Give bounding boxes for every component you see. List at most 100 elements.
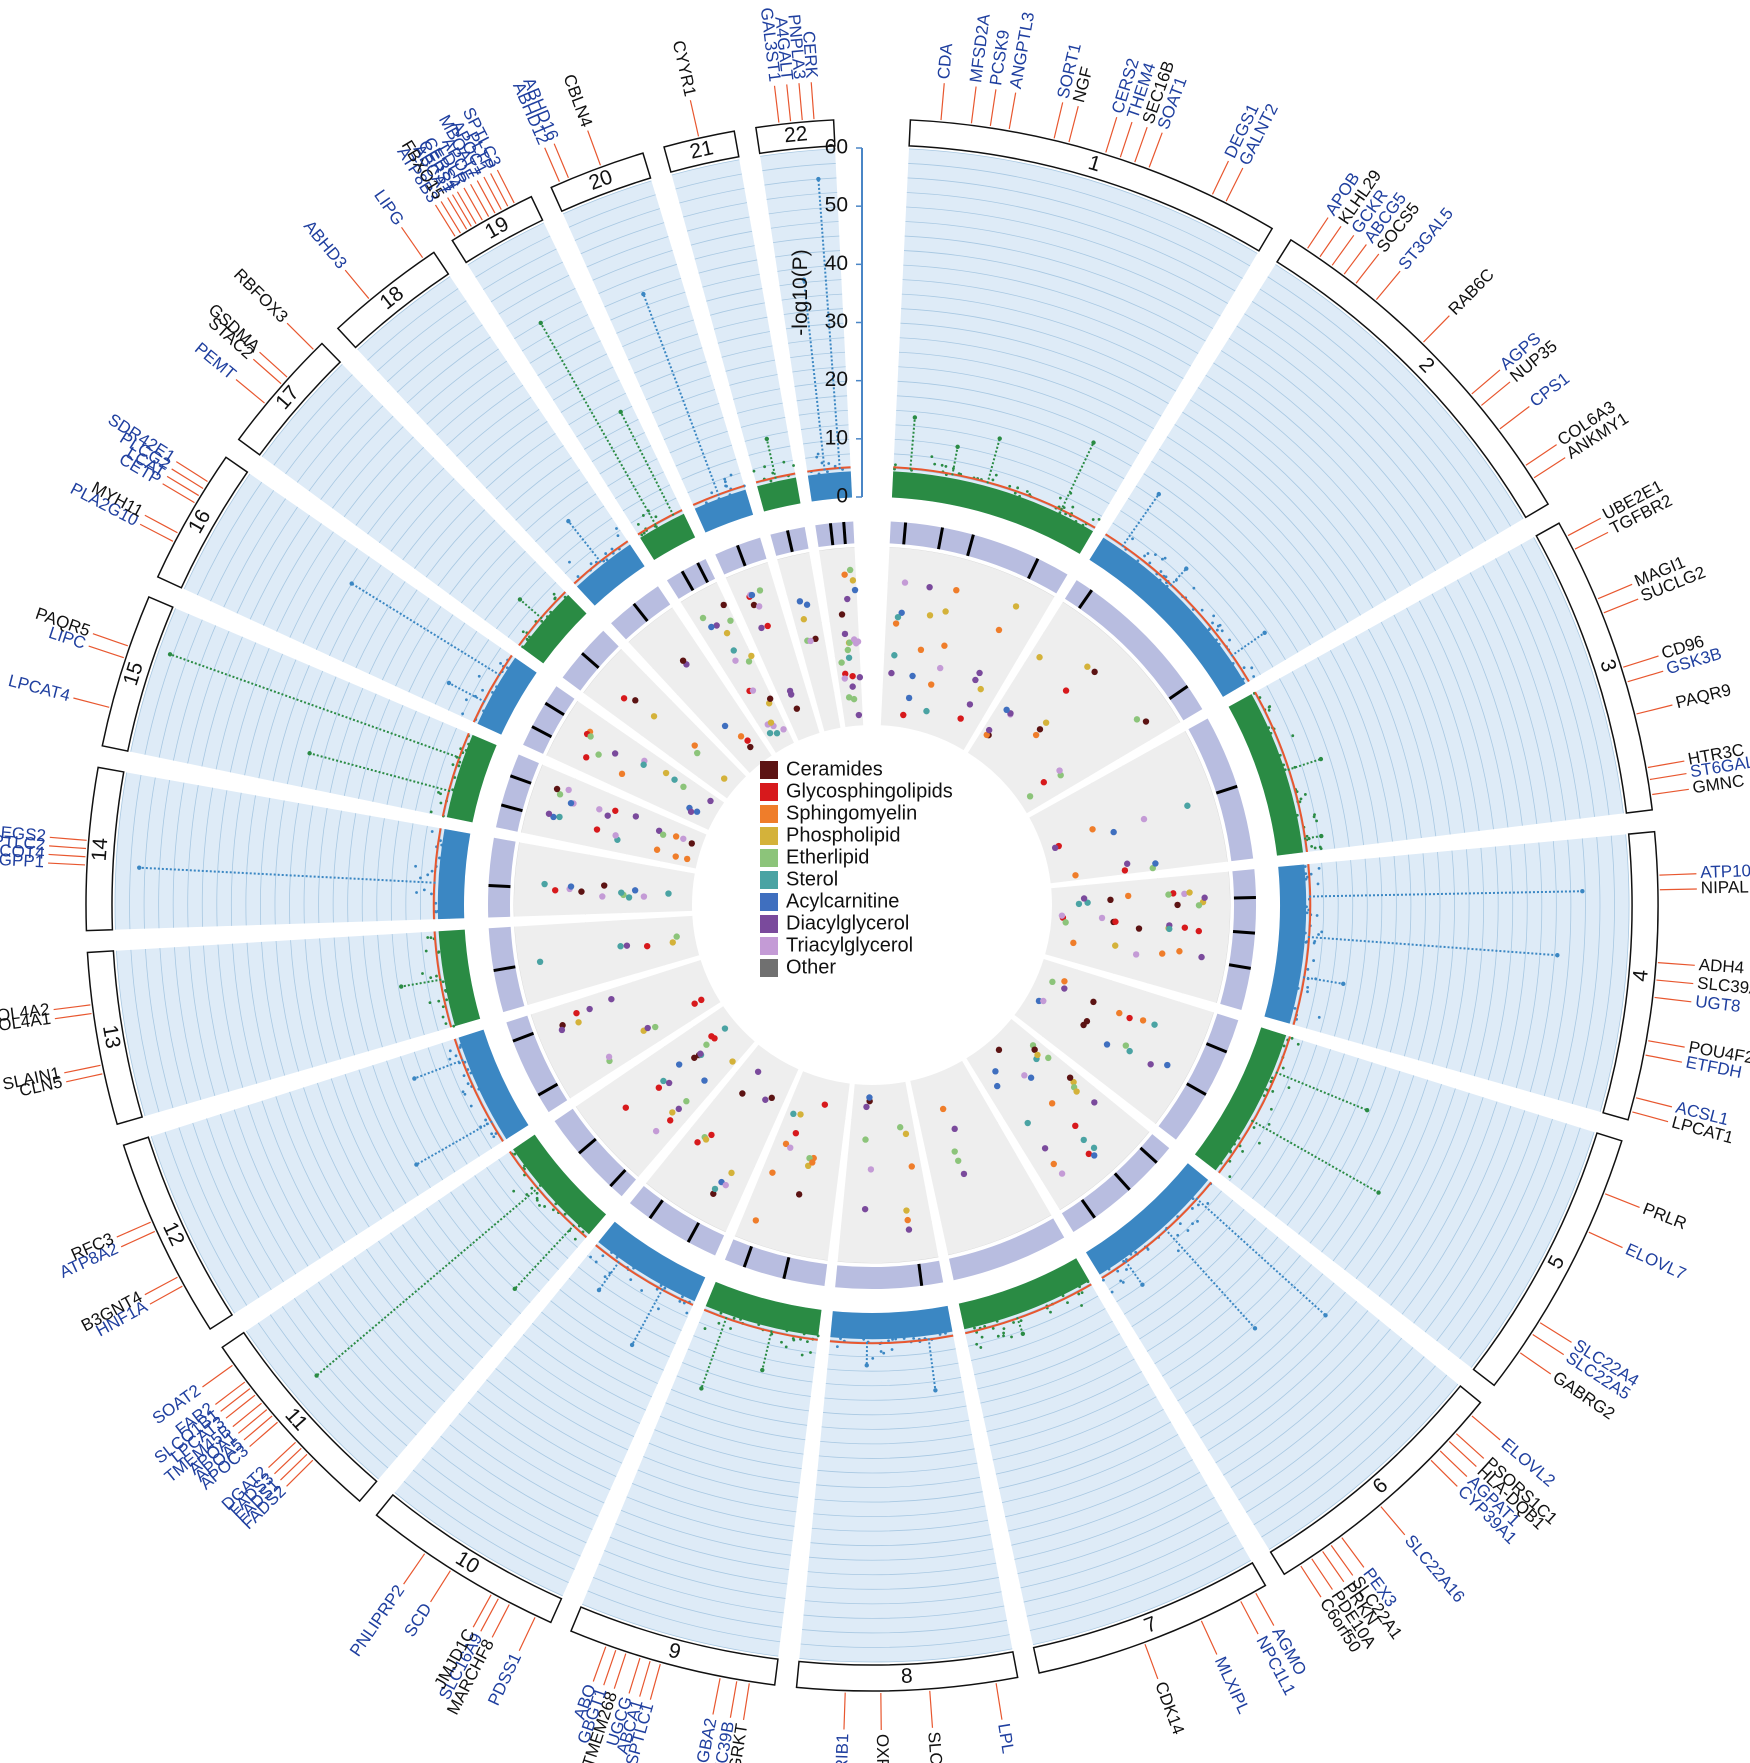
chromosome-sector-19 xyxy=(467,222,696,561)
lipid-class-point xyxy=(687,808,695,815)
lipid-class-point xyxy=(1031,1046,1038,1053)
lipid-class-point xyxy=(747,743,754,751)
lipid-class-point xyxy=(1124,892,1132,900)
lipid-class-point xyxy=(955,1157,962,1164)
grid-ring xyxy=(648,1442,800,1484)
lipid-class-point xyxy=(1050,1160,1057,1168)
grid-ring xyxy=(622,319,694,348)
grid-ring xyxy=(903,264,1199,354)
lipid-class-point xyxy=(652,1023,659,1031)
grid-ring xyxy=(1123,1209,1245,1315)
association-track-9 xyxy=(734,1071,850,1261)
grid-ring xyxy=(396,324,483,393)
grid-ring xyxy=(813,1505,986,1517)
grid-ring xyxy=(419,825,428,920)
grid-ring xyxy=(261,1100,333,1251)
chromosome-sector-16 xyxy=(184,473,537,735)
snp-point xyxy=(554,1202,558,1206)
lipid-class-point xyxy=(671,776,678,783)
grid-ring xyxy=(1251,301,1486,542)
gene-leader xyxy=(518,1617,536,1652)
grid-ring xyxy=(414,498,475,569)
lipid-class-point xyxy=(1062,919,1069,926)
chromosome-box-13 xyxy=(86,950,144,1126)
grid-ring xyxy=(426,360,508,425)
grid-ring xyxy=(760,148,836,157)
snp-point xyxy=(610,547,614,551)
gene-label: CDK14 xyxy=(1151,1679,1188,1737)
grid-ring xyxy=(188,946,216,1096)
grid-ring xyxy=(637,1469,797,1513)
grid-ring xyxy=(897,380,1140,455)
grid-ring xyxy=(901,293,1184,379)
association-track-13 xyxy=(514,915,700,1005)
lipid-class-point xyxy=(683,855,691,863)
grid-ring xyxy=(1469,572,1552,823)
grid-ring xyxy=(1447,1123,1567,1351)
grid-ring xyxy=(1418,600,1494,830)
grid-ring xyxy=(1023,1522,1230,1603)
grid-ring xyxy=(402,1224,503,1337)
gene-leader xyxy=(49,836,87,841)
lipid-class-point xyxy=(1091,1099,1098,1106)
chromosome-box-5 xyxy=(1472,1132,1623,1387)
grid-ring xyxy=(744,431,788,442)
lipid-class-point xyxy=(675,1105,683,1113)
snp-point xyxy=(437,790,440,794)
grid-ring xyxy=(1143,473,1311,646)
lipid-class-point xyxy=(608,995,615,1003)
threshold-line xyxy=(472,654,513,723)
lipid-class-point xyxy=(1098,914,1106,922)
chromosome-sector-11 xyxy=(246,1134,607,1480)
y-tick-label: 0 xyxy=(836,485,848,508)
snp-point xyxy=(445,998,449,1002)
snp-point xyxy=(833,464,837,468)
grid-ring xyxy=(206,1118,284,1283)
gene-leader xyxy=(1255,1592,1275,1626)
gene-leader xyxy=(1604,1193,1640,1208)
snp-point xyxy=(1264,1088,1268,1091)
grid-ring xyxy=(821,1419,970,1430)
gene-leader xyxy=(1632,1111,1669,1123)
snp-point xyxy=(526,638,529,642)
snp-point xyxy=(601,1254,605,1258)
snp-point xyxy=(815,455,819,459)
chromosome-box-11 xyxy=(221,1331,378,1503)
lipid-class-point xyxy=(758,624,765,632)
threshold-line xyxy=(508,1151,587,1239)
lipid-class-point xyxy=(972,676,979,684)
lipid-class-point xyxy=(631,887,639,894)
gene-leader xyxy=(49,845,87,850)
lipid-class-point xyxy=(728,1169,735,1177)
snp-point xyxy=(521,630,525,634)
grid-ring xyxy=(1207,1310,1369,1451)
gene-label: SPTLC2 xyxy=(0,830,46,854)
snp-point xyxy=(1197,1203,1200,1207)
snp-point xyxy=(440,843,444,847)
lipid-class-point xyxy=(575,1019,582,1026)
grid-ring xyxy=(344,1073,407,1204)
snp-point xyxy=(1016,486,1020,490)
grid-ring xyxy=(174,947,202,1101)
grid-ring xyxy=(630,497,677,524)
lipid-class-point xyxy=(1091,668,1098,676)
grid-ring xyxy=(275,1096,346,1243)
grid-ring xyxy=(690,230,753,246)
snp-point xyxy=(629,1278,633,1281)
lipid-class-point xyxy=(1036,654,1043,661)
grid-ring xyxy=(1229,1040,1304,1182)
snp-point xyxy=(1287,1086,1291,1090)
lipid-class-point xyxy=(855,711,863,719)
threshold-line xyxy=(441,732,470,817)
manhattan-band-1 xyxy=(891,471,1094,554)
lipid-class-point xyxy=(545,810,553,817)
peak-21 xyxy=(765,438,777,479)
lipid-class-point xyxy=(900,711,907,719)
grid-ring xyxy=(574,208,660,241)
snp-point xyxy=(1161,557,1164,561)
gene-leader xyxy=(1355,253,1380,284)
grid-ring xyxy=(429,727,457,814)
snp-point xyxy=(1217,642,1221,646)
snp-point xyxy=(1305,940,1309,943)
